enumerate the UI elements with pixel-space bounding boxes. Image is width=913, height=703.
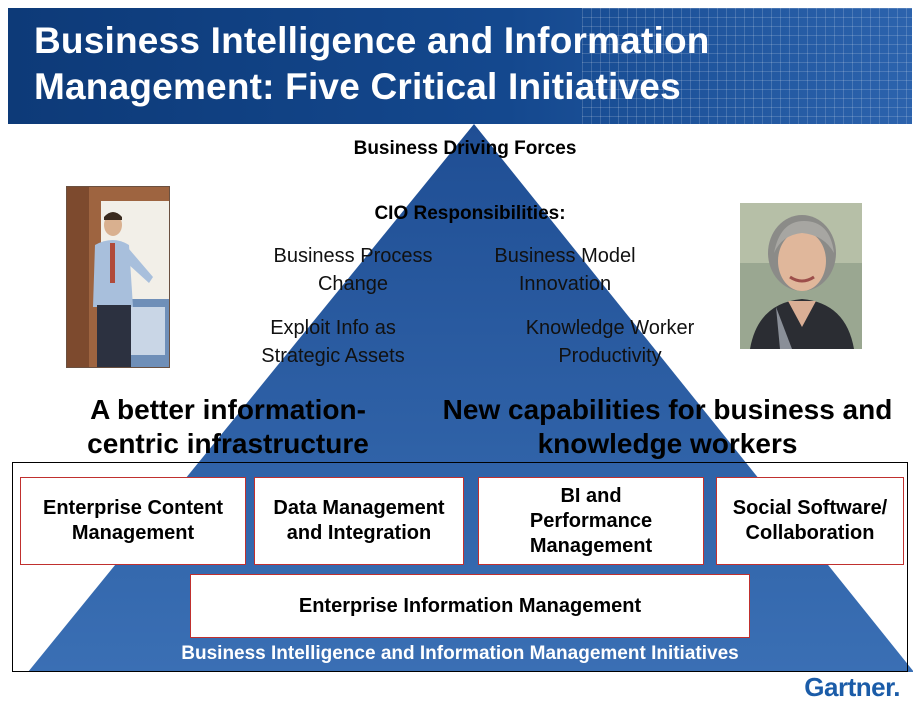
cio-responsibilities-label: CIO Responsibilities: <box>374 203 566 224</box>
woman-portrait-photo <box>740 203 862 349</box>
infrastructure-heading: A better information-centric infrastruct… <box>87 394 369 459</box>
responsibility-business-process-change: Business Process Change <box>273 245 433 295</box>
responsibility-business-model-innovation: Business Model Innovation <box>494 245 636 295</box>
initiatives-frame <box>12 462 908 672</box>
title-line-2: Management: Five Critical Initiatives <box>34 66 681 107</box>
presenter-photo-image <box>67 187 169 367</box>
initiative-social-software-collaboration: Social Software/ Collaboration <box>716 477 904 565</box>
initiatives-footer-label: Business Intelligence and Information Ma… <box>181 643 739 664</box>
title-banner: Business Intelligence and Information Ma… <box>8 8 912 124</box>
gartner-logo-dot: . <box>893 672 900 702</box>
initiative-data-management-integration: Data Management and Integration <box>254 477 464 565</box>
presenter-photo <box>66 186 170 368</box>
banner-grid-pattern <box>582 8 912 124</box>
responsibility-exploit-info: Exploit Info as Strategic Assets <box>261 317 405 367</box>
woman-portrait-image <box>740 203 862 349</box>
new-capabilities-heading: New capabilities for business and knowle… <box>442 394 893 459</box>
initiative-bi-performance-management: BI and Performance Management <box>478 477 704 565</box>
initiative-enterprise-content-management: Enterprise Content Management <box>20 477 246 565</box>
gartner-logo-text: Gartner <box>804 672 894 702</box>
business-driving-forces-label: Business Driving Forces <box>353 138 577 159</box>
title-line-1: Business Intelligence and Information <box>34 20 710 61</box>
initiative-enterprise-information-management: Enterprise Information Management <box>190 574 750 638</box>
gartner-logo: Gartner. <box>740 672 900 703</box>
responsibility-knowledge-worker-productivity: Knowledge Worker Productivity <box>525 317 695 367</box>
